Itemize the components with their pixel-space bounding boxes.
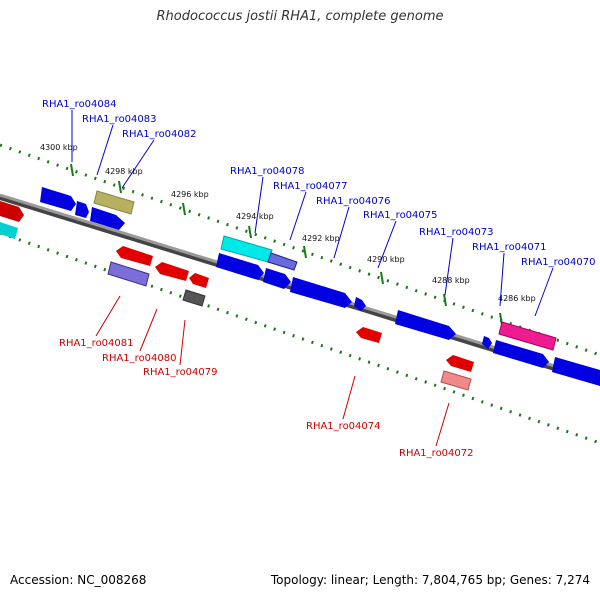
gene-ro04079[interactable]	[189, 273, 209, 288]
gene-label[interactable]: RHA1_ro04075	[363, 210, 438, 221]
leader-line	[377, 220, 397, 269]
gene-reverse-edge[interactable]	[0, 222, 18, 239]
gene-ro04072[interactable]	[446, 355, 474, 372]
forward-genes	[0, 187, 600, 386]
gene-ro04075-small[interactable]	[354, 297, 366, 311]
gene-label[interactable]: RHA1_ro04080	[102, 353, 177, 364]
gene-label[interactable]: RHA1_ro04070	[521, 257, 596, 268]
leader-line	[499, 252, 505, 307]
gene-ro04079-gray[interactable]	[182, 289, 206, 307]
gene-ro04081-purple[interactable]	[107, 261, 150, 287]
major-tick	[380, 271, 384, 285]
tick-labels: 4300 kbp 4298 kbp 4296 kbp 4294 kbp 4292…	[40, 143, 536, 303]
gene-label[interactable]: RHA1_ro04077	[273, 181, 348, 192]
accession-text: Accession: NC_008268	[10, 573, 147, 587]
gene-label[interactable]: RHA1_ro04079	[143, 367, 218, 378]
tick-label: 4294 kbp	[236, 212, 274, 221]
gene-label[interactable]: RHA1_ro04072	[399, 448, 474, 459]
gene-ro04081[interactable]	[116, 246, 153, 266]
gene-ro04082[interactable]	[90, 207, 125, 230]
reverse-genes	[0, 222, 474, 391]
leader-line	[121, 139, 155, 189]
gene-ro04077[interactable]	[267, 252, 298, 271]
major-tick	[443, 293, 447, 307]
gene-ro04070-a[interactable]	[493, 340, 549, 368]
leader-line	[139, 308, 158, 352]
gene-label[interactable]: RHA1_ro04071	[472, 242, 547, 253]
tick-label: 4298 kbp	[105, 167, 143, 176]
gene-ro04083[interactable]	[75, 201, 89, 218]
gene-ro04075[interactable]	[290, 277, 352, 308]
major-tick	[182, 202, 186, 216]
gene-ro04076-b[interactable]	[263, 268, 291, 289]
gene-label[interactable]: RHA1_ro04081	[59, 338, 134, 349]
tick-label: 4290 kbp	[367, 255, 405, 264]
major-ticks	[70, 163, 503, 326]
gene-label[interactable]: RHA1_ro04074	[306, 421, 381, 432]
leader-lines-bottom	[95, 295, 450, 447]
leader-line	[444, 237, 454, 296]
gene-ro04074[interactable]	[356, 327, 382, 343]
leader-line	[534, 267, 554, 317]
gene-ro04073[interactable]	[395, 310, 456, 340]
gene-label[interactable]: RHA1_ro04073	[419, 227, 494, 238]
tick-label: 4292 kbp	[302, 234, 340, 243]
leader-line	[333, 206, 350, 259]
gene-labels-bottom: RHA1_ro04081 RHA1_ro04080 RHA1_ro04079 R…	[59, 338, 474, 459]
gene-labels-top: RHA1_ro04084 RHA1_ro04083 RHA1_ro04082 R…	[42, 99, 596, 268]
gene-ro04072-pink[interactable]	[440, 370, 472, 391]
leader-line	[254, 176, 264, 234]
tick-label: 4300 kbp	[40, 143, 78, 152]
leader-line	[96, 124, 114, 176]
gene-ro04071-magenta[interactable]	[498, 321, 557, 351]
genome-summary: Topology: linear; Length: 7,804,765 bp; …	[270, 573, 590, 587]
gene-ro04080[interactable]	[155, 262, 189, 281]
leader-line	[179, 319, 186, 366]
gene-ro04084[interactable]	[40, 187, 76, 211]
leader-line	[289, 191, 307, 241]
gene-label[interactable]: RHA1_ro04084	[42, 99, 117, 110]
tick-label: 4296 kbp	[171, 190, 209, 199]
major-tick	[70, 163, 74, 177]
leader-lines-top	[71, 110, 554, 317]
gene-ro04071[interactable]	[482, 336, 492, 349]
gene-label[interactable]: RHA1_ro04082	[122, 129, 197, 140]
leader-line	[342, 375, 356, 420]
tick-label: 4286 kbp	[498, 294, 536, 303]
gene-label[interactable]: RHA1_ro04078	[230, 166, 305, 177]
major-tick	[248, 225, 252, 239]
gene-ro04076-a[interactable]	[216, 253, 264, 280]
major-tick	[303, 245, 307, 259]
gene-label[interactable]: RHA1_ro04083	[82, 114, 157, 125]
leader-line	[95, 295, 121, 337]
gene-ro04070-b[interactable]	[552, 357, 600, 386]
tick-label: 4288 kbp	[432, 276, 470, 285]
leader-line	[435, 402, 450, 447]
gene-forward-edge[interactable]	[0, 201, 24, 222]
gene-ro04082-olive[interactable]	[93, 190, 135, 215]
map-title: Rhodococcus jostii RHA1, complete genome	[156, 9, 444, 24]
gene-label[interactable]: RHA1_ro04076	[316, 196, 391, 207]
major-tick	[118, 180, 122, 194]
